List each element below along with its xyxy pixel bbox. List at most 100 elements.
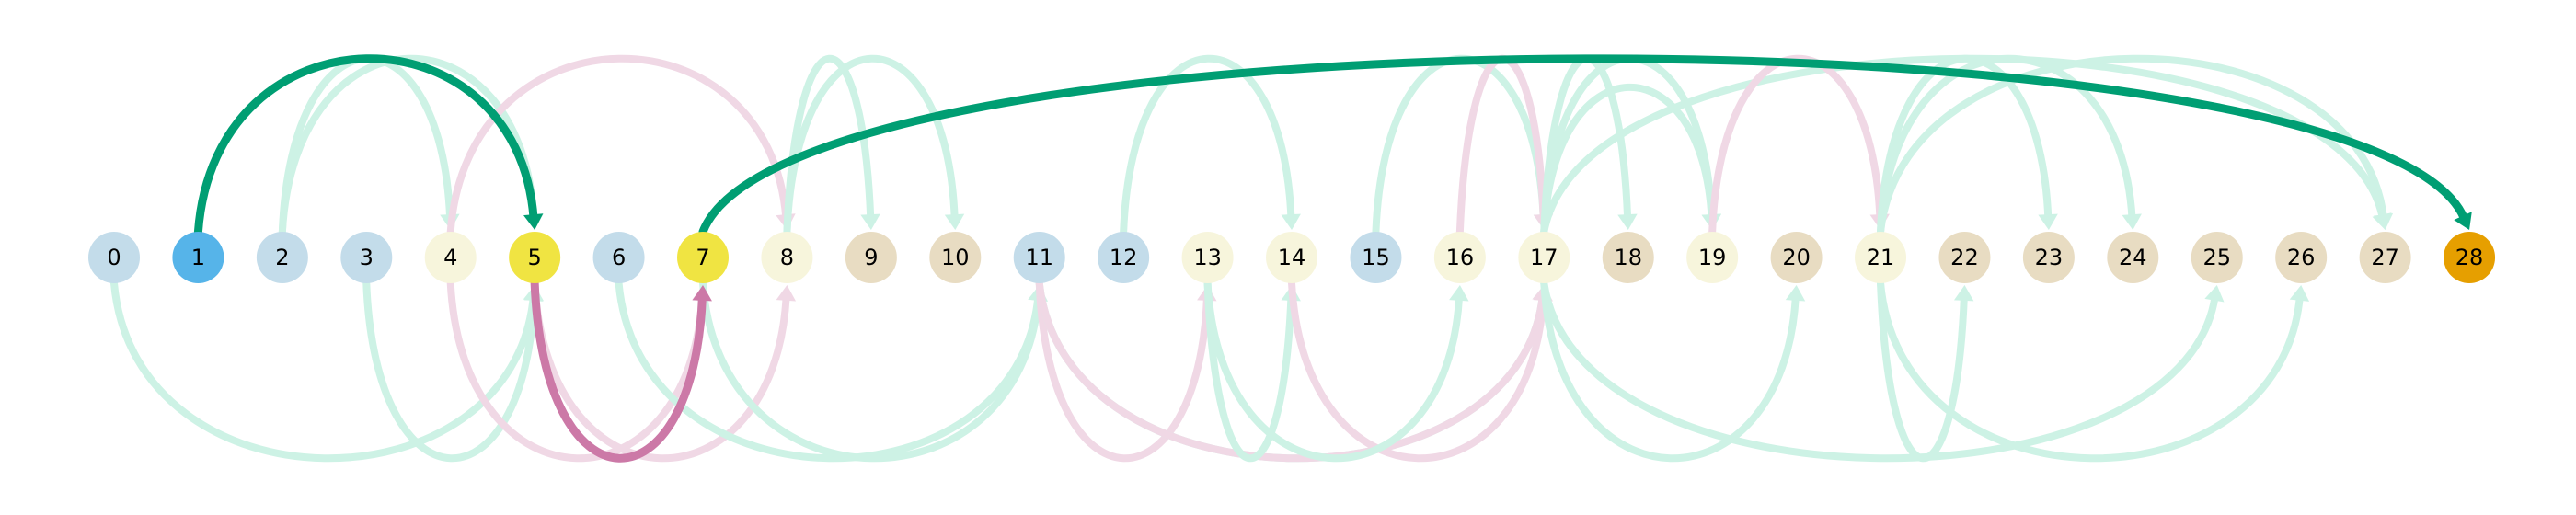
edge-arrowhead bbox=[860, 213, 880, 230]
edge-line bbox=[1877, 280, 2304, 463]
edge-arrowhead bbox=[2289, 285, 2310, 302]
node-circle bbox=[1686, 232, 1739, 283]
edge-line bbox=[1877, 54, 2053, 235]
node-27: 27 bbox=[2359, 232, 2411, 283]
node-2: 2 bbox=[256, 232, 308, 283]
edge-line bbox=[530, 279, 707, 463]
node-28: 28 bbox=[2444, 232, 2496, 283]
node-label: 11 bbox=[1025, 245, 1053, 270]
node-circle bbox=[2022, 232, 2075, 283]
edge-line bbox=[1120, 54, 1295, 235]
node-label: 13 bbox=[1193, 245, 1222, 270]
node-label: 1 bbox=[191, 245, 205, 270]
node-12: 12 bbox=[1098, 232, 1150, 283]
node-label: 22 bbox=[1950, 245, 1979, 270]
node-label: 25 bbox=[2202, 245, 2231, 270]
node-label: 18 bbox=[1614, 245, 1642, 270]
edge-arrowhead bbox=[1449, 285, 1469, 302]
edge-arrowhead bbox=[2038, 213, 2058, 230]
edge-21-to-27 bbox=[1877, 54, 2394, 235]
edge-21-to-23 bbox=[1877, 54, 2058, 235]
node-circle bbox=[88, 232, 140, 283]
node-23: 23 bbox=[2022, 232, 2075, 283]
node-25: 25 bbox=[2191, 232, 2243, 283]
node-label: 10 bbox=[941, 245, 970, 270]
edge-line bbox=[783, 54, 959, 235]
edge-17-to-25 bbox=[1540, 280, 2225, 463]
node-14: 14 bbox=[1266, 232, 1318, 283]
node-11: 11 bbox=[1013, 232, 1065, 283]
edge-line bbox=[278, 54, 538, 235]
node-circle bbox=[1098, 232, 1150, 283]
node-15: 15 bbox=[1350, 232, 1402, 283]
edge-line bbox=[531, 280, 790, 463]
node-label: 12 bbox=[1110, 245, 1138, 270]
node-label: 14 bbox=[1278, 245, 1306, 270]
edge-line bbox=[362, 280, 538, 463]
edge-line bbox=[783, 54, 875, 235]
node-label: 26 bbox=[2287, 245, 2316, 270]
edge-21-to-24 bbox=[1877, 54, 2142, 235]
node-circle bbox=[340, 232, 393, 283]
node-label: 8 bbox=[780, 245, 794, 270]
node-7: 7 bbox=[677, 232, 730, 283]
edge-11-to-13 bbox=[1035, 280, 1217, 463]
node-label: 19 bbox=[1698, 245, 1727, 270]
node-circle bbox=[2191, 232, 2243, 283]
edge-arrowhead bbox=[1281, 213, 1301, 230]
node-circle bbox=[172, 232, 224, 283]
node-label: 7 bbox=[696, 245, 709, 270]
node-circle bbox=[1266, 232, 1318, 283]
edge-21-to-22 bbox=[1877, 280, 1974, 463]
edge-7-to-11 bbox=[699, 280, 1048, 463]
node-24: 24 bbox=[2107, 232, 2159, 283]
edge-line bbox=[1203, 280, 1295, 463]
edge-0-to-5 bbox=[110, 280, 544, 463]
edge-21-to-26 bbox=[1877, 280, 2310, 463]
node-circle bbox=[424, 232, 477, 283]
node-26: 26 bbox=[2275, 232, 2328, 283]
edge-8-to-9 bbox=[783, 54, 880, 235]
node-10: 10 bbox=[929, 232, 982, 283]
node-13: 13 bbox=[1181, 232, 1234, 283]
edge-line bbox=[615, 280, 1042, 463]
edge-4-to-8 bbox=[446, 54, 796, 235]
node-label: 27 bbox=[2371, 245, 2399, 270]
edge-line bbox=[699, 280, 1042, 463]
node-label: 0 bbox=[107, 245, 121, 270]
edge-6-to-11 bbox=[615, 280, 1048, 463]
node-circle bbox=[2275, 232, 2328, 283]
node-1: 1 bbox=[172, 232, 224, 283]
edge-arrowhead bbox=[1617, 213, 1638, 230]
node-circle bbox=[1855, 232, 1907, 283]
node-label: 23 bbox=[2035, 245, 2064, 270]
edge-arrowhead bbox=[523, 213, 544, 230]
edge-line bbox=[446, 280, 707, 463]
edge-line bbox=[1540, 280, 1800, 463]
node-21: 21 bbox=[1855, 232, 1907, 283]
edge-7-to-28 bbox=[698, 54, 2472, 236]
node-circle bbox=[1013, 232, 1065, 283]
node-label: 15 bbox=[1362, 245, 1390, 270]
node-16: 16 bbox=[1433, 232, 1486, 283]
node-5: 5 bbox=[509, 232, 561, 283]
node-4: 4 bbox=[424, 232, 477, 283]
edge-arrowhead bbox=[944, 213, 965, 230]
edge-arrowhead bbox=[2373, 212, 2394, 230]
node-circle bbox=[1181, 232, 1234, 283]
node-9: 9 bbox=[845, 232, 897, 283]
node-circle bbox=[929, 232, 982, 283]
node-label: 20 bbox=[1782, 245, 1811, 270]
node-label: 6 bbox=[612, 245, 626, 270]
node-18: 18 bbox=[1602, 232, 1654, 283]
node-circle bbox=[1518, 232, 1570, 283]
node-circle bbox=[256, 232, 308, 283]
edge-line bbox=[193, 54, 538, 236]
edge-line bbox=[1877, 280, 1968, 463]
edge-8-to-10 bbox=[783, 54, 965, 235]
edge-line bbox=[698, 54, 2469, 236]
edge-5-to-8 bbox=[531, 280, 797, 463]
edge-2-to-4 bbox=[278, 54, 460, 235]
